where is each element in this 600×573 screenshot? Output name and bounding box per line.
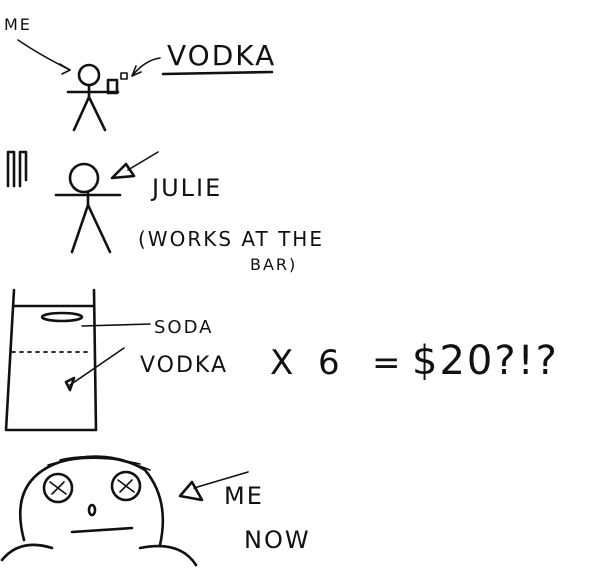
glass-outline [4,288,98,432]
eye-swirl-right [117,479,135,493]
label-vodka-top: VODKA [167,39,276,72]
label-works-at-the: (WORKS AT THE [138,227,324,251]
dazed-eye-right-icon [110,470,142,502]
arrow-me-now [193,471,249,489]
label-me-now-line1: ME [224,482,264,510]
arrowhead-vodka-glass [64,376,76,392]
arrow-julie [127,151,159,171]
vodka-underline [161,70,274,76]
arrow-soda [81,323,151,327]
arrowhead-me-now [178,480,204,502]
label-soda: SODA [154,317,213,338]
tap-handle-left-icon [6,150,16,188]
tap-handle-right-icon [18,150,28,188]
arrow-vodka-glass [69,347,125,386]
equation-price: $20?!? [412,338,559,384]
equation-count: 6 [318,343,342,383]
julie-legs [70,203,112,254]
eye-swirl-left [49,481,67,495]
hair-strands [47,455,151,471]
mouth [70,526,134,534]
label-bar: BAR) [250,255,297,274]
equation-equals: = [372,343,403,383]
label-me-top: ME [4,15,32,34]
label-me-now-line2: NOW [244,526,311,554]
bottle-cap-icon [120,72,128,80]
panel-me-vodka: ME VODKA [4,15,276,132]
equation-times: X [270,343,295,383]
vodka-bottle-icon [106,78,119,95]
panel-glass-equation: SODA VODKA X 6 = $20?!? [4,288,559,432]
shoulders [0,543,198,567]
nose [87,503,97,517]
dazed-eye-left-icon [42,472,74,504]
arrow-vodka [131,57,161,77]
ice-cube-icon [40,311,84,323]
stick-figure-legs [72,95,107,132]
panel-me-now: ME NOW [0,455,311,567]
arrowhead-me-top [59,63,71,75]
arrowhead-vodka [131,65,142,77]
stick-figure-head [77,63,101,87]
label-julie: JULIE [150,174,222,202]
arrowhead-julie [110,162,136,180]
panel-julie: JULIE (WORKS AT THE BAR) [6,150,324,274]
label-vodka-glass: VODKA [140,353,228,378]
julie-head [68,162,100,194]
